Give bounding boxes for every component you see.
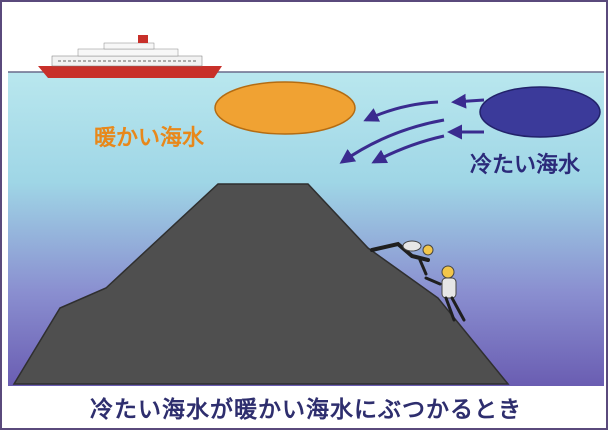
seamount	[12, 183, 510, 385]
diver-icon	[424, 265, 466, 322]
warm-water-label: 暖かい海水	[94, 126, 205, 151]
arrow-3	[363, 100, 439, 122]
current-arrows	[339, 93, 485, 164]
warm-water-ellipse	[214, 81, 356, 135]
cold-water-ellipse	[479, 86, 601, 138]
arrow-1	[451, 93, 485, 109]
diagram-caption: 冷たい海水が暖かい海水にぶつかるとき	[90, 397, 522, 423]
diver-icon	[370, 240, 434, 276]
ship-icon	[38, 35, 222, 78]
arrow-5	[371, 134, 445, 164]
ocean-scene	[8, 8, 604, 386]
arrow-4	[339, 118, 445, 164]
cold-water-label: 冷たい海水	[470, 153, 581, 178]
